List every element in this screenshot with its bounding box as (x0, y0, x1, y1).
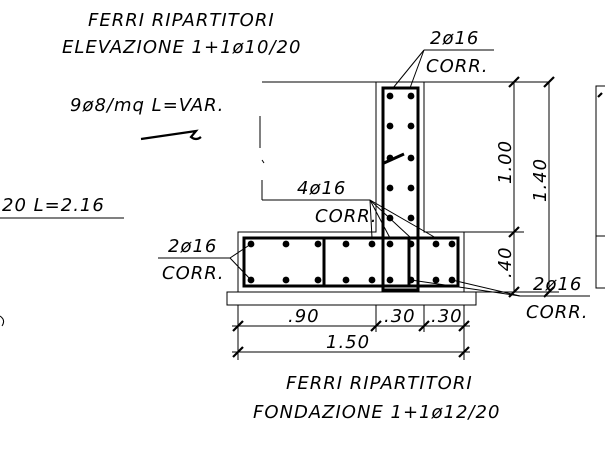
mid-bars-qty: 4ø16 (297, 178, 346, 199)
base-stirrup-cage (242, 236, 460, 288)
dim-heel-width: .30 (431, 306, 463, 327)
dim-base-height: .40 (495, 246, 516, 278)
adjacent-section-partial (595, 85, 605, 289)
top-title-line2: ELEVAZIONE 1+1ø10/20 (62, 37, 301, 58)
concrete-outline (237, 81, 465, 293)
mid-bars-corr: CORR. (315, 206, 377, 227)
left-bars-qty: 2ø16 (168, 236, 217, 257)
left-leader-2 (229, 257, 252, 281)
bottom-title-line2: FONDAZIONE 1+1ø12/20 (253, 402, 500, 423)
mid-leader-1 (369, 199, 373, 239)
bottom-leader-2 (410, 279, 521, 297)
dim-total-height: 1.40 (530, 158, 551, 202)
base-bar-dots (247, 240, 456, 284)
top-bars-corr: CORR. (426, 56, 488, 77)
dim-base-width: 1.50 (326, 332, 370, 353)
stem-stirrup-cage (381, 86, 420, 292)
bottom-bars-corr: CORR. (526, 302, 588, 323)
stirrup-hook-symbol (140, 129, 202, 141)
bottom-title-line1: FERRI RIPARTITORI (286, 373, 473, 394)
vertical-dimensions (424, 76, 559, 298)
mid-leader-2 (369, 199, 391, 239)
dim-toe: .90 (288, 306, 320, 327)
stem-stirrup-tie (383, 152, 405, 165)
mid-leader-3 (369, 199, 412, 239)
left-leader-1 (229, 243, 252, 259)
dim-stem-width: .30 (384, 306, 416, 327)
top-title-line1: FERRI RIPARTITORI (88, 10, 275, 31)
horizontal-dimensions (232, 305, 470, 360)
bottom-leader-1 (451, 279, 521, 297)
top-bars-qty: 2ø16 (430, 28, 479, 49)
left-cut-note: 20 L=2.16 (2, 195, 105, 216)
dim-stem-height: 1.00 (495, 140, 516, 184)
stirrup-tick (261, 159, 265, 164)
left-edge-fragment (0, 315, 5, 327)
bottom-bars-qty: 2ø16 (533, 274, 582, 295)
stirrups-note: 9ø8/mq L=VAR. (70, 95, 224, 116)
left-bars-corr: CORR. (162, 263, 224, 284)
blinding-layer (226, 291, 477, 306)
